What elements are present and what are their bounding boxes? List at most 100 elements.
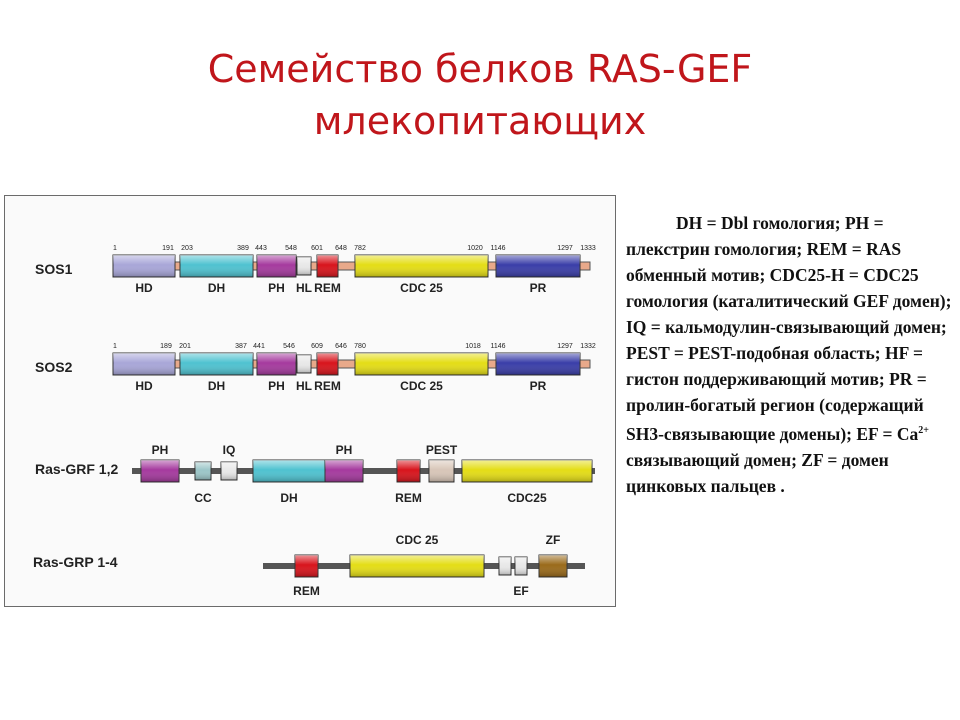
domain-pest-3-7-shade	[429, 460, 454, 482]
domain-cdc25-4-2-shade	[350, 555, 484, 577]
domain-label-4-5: ZF	[546, 533, 561, 547]
domain-label-3-4: DH	[280, 491, 297, 505]
domain-label-2-5: REM	[314, 379, 341, 393]
domain-label-3-2: CC	[194, 491, 212, 505]
domain-rem-4-1-shade	[295, 555, 318, 577]
domain-label-3-8: CDC25	[507, 491, 547, 505]
domain-label-2-3: PH	[268, 379, 285, 393]
domain-dh-2-2	[179, 352, 254, 376]
domain-label-2-7: PR	[530, 379, 547, 393]
domain-cdc25-1-6	[354, 254, 489, 278]
residue-number-2-2: 189	[160, 343, 172, 350]
domain-label-1-7: PR	[530, 281, 547, 295]
residue-number-2-5: 441	[253, 343, 265, 350]
slide-title-line-2: млекопитающих	[313, 99, 647, 143]
domain-hl-2-4	[296, 354, 312, 374]
domain-ph-2-3-shade	[257, 353, 296, 375]
domain-rem-4-1	[294, 554, 319, 578]
domain-label-1-2: DH	[208, 281, 225, 295]
protein-name-4: Ras-GRP 1-4	[33, 554, 118, 570]
domain-hl-2-4-shade	[297, 355, 311, 373]
residue-number-2-3: 201	[179, 343, 191, 350]
protein-name-2: SOS2	[35, 359, 73, 375]
slide-title-line-1: Семейство белков RAS-GEF	[207, 47, 753, 91]
domain-label-3-5: PH	[336, 443, 353, 457]
domain-zf-4-5	[538, 554, 568, 578]
domain-ef-4-4-shade	[515, 557, 527, 575]
residue-number-1-9: 782	[354, 245, 366, 252]
domain-ph-3-1	[140, 459, 180, 483]
domain-label-4-4: EF	[513, 584, 528, 598]
domain-label-2-4: HL	[296, 379, 312, 393]
domain-cdc25-1-6-shade	[355, 255, 488, 277]
protein-name-1: SOS1	[35, 261, 73, 277]
domain-hd-2-1-shade	[113, 353, 175, 375]
domain-cdc25-2-6	[354, 352, 489, 376]
domain-pest-3-7	[428, 459, 455, 483]
legend-superscript: 2+	[918, 425, 929, 436]
domain-ph-1-3	[256, 254, 297, 278]
domain-label-4-1: REM	[293, 584, 320, 598]
residue-number-1-2: 191	[162, 245, 174, 252]
domain-hd-2-1	[112, 352, 176, 376]
legend-part-1: DH = Dbl гомология; PH = плекстрин гомол…	[626, 213, 952, 444]
domain-label-2-1: HD	[135, 379, 153, 393]
domain-label-2-6: CDC 25	[400, 379, 443, 393]
domain-label-1-6: CDC 25	[400, 281, 443, 295]
residue-number-2-10: 1018	[465, 343, 481, 350]
domain-cdc25-2-6-shade	[355, 353, 488, 375]
domain-rem-3-6	[396, 459, 421, 483]
residue-number-1-8: 648	[335, 245, 347, 252]
domain-cdc25-3-8-shade	[462, 460, 592, 482]
domain-hd-1-1	[112, 254, 176, 278]
residue-number-2-9: 780	[354, 343, 366, 350]
residue-number-1-5: 443	[255, 245, 267, 252]
domain-cc-3-2-shade	[195, 462, 211, 480]
domain-rem-1-5	[316, 254, 339, 278]
domain-cdc25-3-8	[461, 459, 593, 483]
domain-ef-4-3-shade	[499, 557, 511, 575]
residue-number-2-8: 646	[335, 343, 347, 350]
domain-hl-1-4	[296, 256, 312, 276]
domain-pr-2-7-shade	[496, 353, 580, 375]
residue-number-1-3: 203	[181, 245, 193, 252]
domain-cdc25-4-2	[349, 554, 485, 578]
domain-label-1-3: PH	[268, 281, 285, 295]
residue-number-1-10: 1020	[467, 245, 483, 252]
residue-number-1-7: 601	[311, 245, 323, 252]
residue-number-2-4: 387	[235, 343, 247, 350]
domain-cc-3-2	[194, 461, 212, 481]
domain-pr-1-7	[495, 254, 581, 278]
domain-iq-3-3	[220, 461, 238, 481]
domain-ph-1-3-shade	[257, 255, 296, 277]
domain-dh-3-4-shade	[253, 460, 325, 482]
legend-part-2: связывающий домен; ZF = домен цинковых п…	[626, 449, 889, 496]
domain-ef-4-3	[498, 556, 512, 576]
domain-ph-3-5-shade	[325, 460, 363, 482]
domain-rem-2-5	[316, 352, 339, 376]
residue-number-1-4: 389	[237, 245, 249, 252]
domain-dh-1-2	[179, 254, 254, 278]
residue-number-1-11: 1146	[490, 245, 505, 252]
residue-number-2-12: 1297	[557, 343, 573, 350]
legend-text: DH = Dbl гомология; PH = плекстрин гомол…	[626, 210, 952, 499]
residue-number-1-1: 1	[113, 245, 117, 252]
domain-iq-3-3-shade	[221, 462, 237, 480]
protein-name-3: Ras-GRF 1,2	[35, 461, 118, 477]
residue-number-1-12: 1297	[557, 245, 573, 252]
domain-label-1-1: HD	[135, 281, 153, 295]
domain-label-2-2: DH	[208, 379, 225, 393]
domain-hd-1-1-shade	[113, 255, 175, 277]
domain-dh-1-2-shade	[180, 255, 253, 277]
residue-number-2-1: 1	[113, 343, 117, 350]
residue-number-2-11: 1146	[490, 343, 505, 350]
domain-dh-2-2-shade	[180, 353, 253, 375]
domain-hl-1-4-shade	[297, 257, 311, 275]
domain-label-1-5: REM	[314, 281, 341, 295]
domain-pr-1-7-shade	[496, 255, 580, 277]
residue-number-1-13: 1333	[580, 245, 596, 252]
domain-ph-2-3	[256, 352, 297, 376]
residue-number-2-6: 546	[283, 343, 295, 350]
domain-label-3-6: REM	[395, 491, 422, 505]
